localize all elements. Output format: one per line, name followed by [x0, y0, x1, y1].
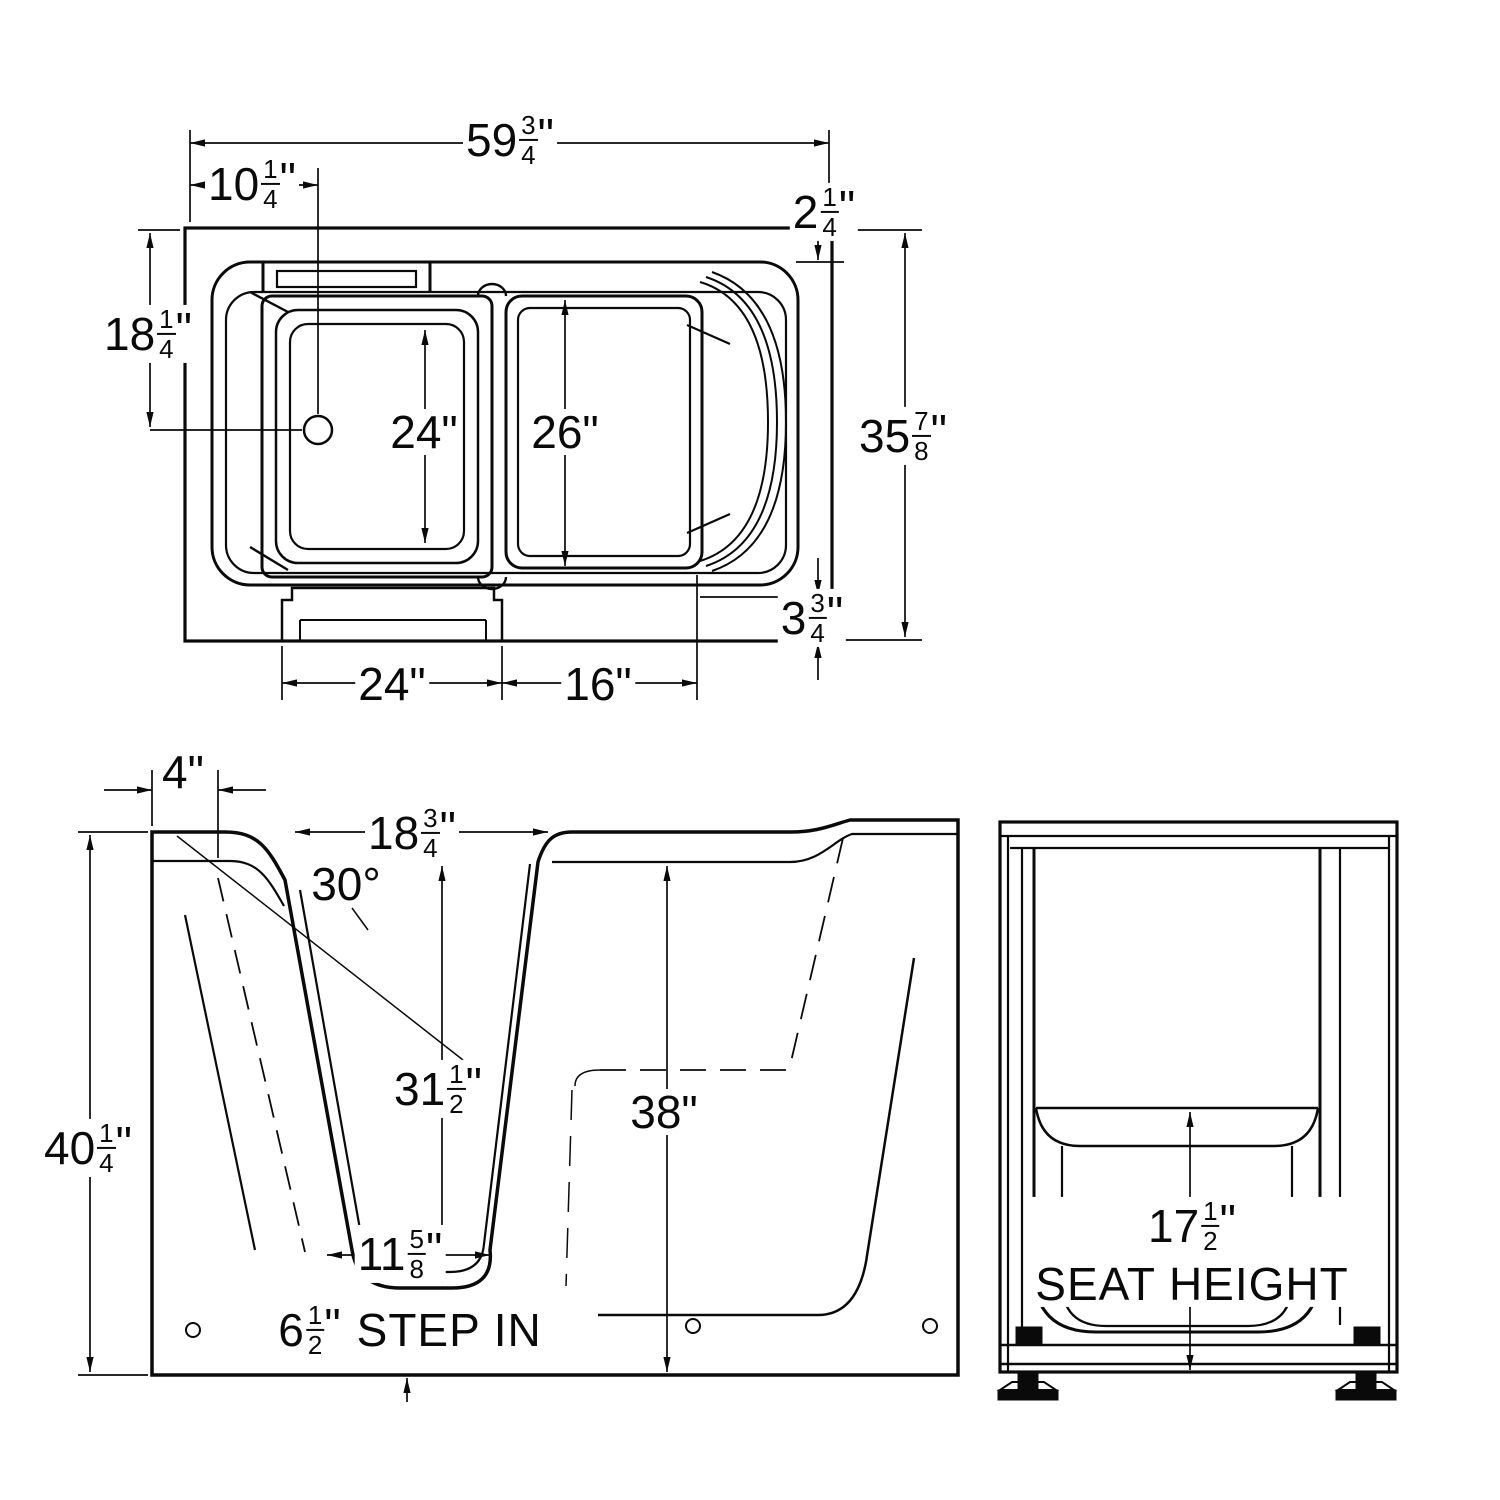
door-seal-hidden-line: [217, 877, 306, 1253]
dim-rim-flat: 4": [159, 749, 207, 795]
top-view-linework: [183, 226, 834, 643]
mount-foot-right: [1353, 1326, 1381, 1346]
dim-seat-base-length: 16": [561, 661, 635, 707]
front-outline: [150, 818, 960, 1377]
drain-circle: [302, 414, 334, 446]
dim-door-base-width: 24": [355, 661, 429, 707]
leveler-pad-right: [1335, 1389, 1397, 1401]
front-view-linework: [150, 818, 960, 1377]
dim-seat-width: 26": [528, 409, 602, 455]
end-view-linework: [996, 820, 1399, 1401]
dim-door-angle: 30°: [308, 861, 384, 907]
leveler-pad-left: [997, 1389, 1059, 1401]
dim-well-width: 24": [387, 409, 461, 455]
backrest-line: [598, 957, 916, 1317]
mount-foot-left: [1015, 1326, 1043, 1346]
dim-interior-height: 38": [627, 1089, 701, 1135]
